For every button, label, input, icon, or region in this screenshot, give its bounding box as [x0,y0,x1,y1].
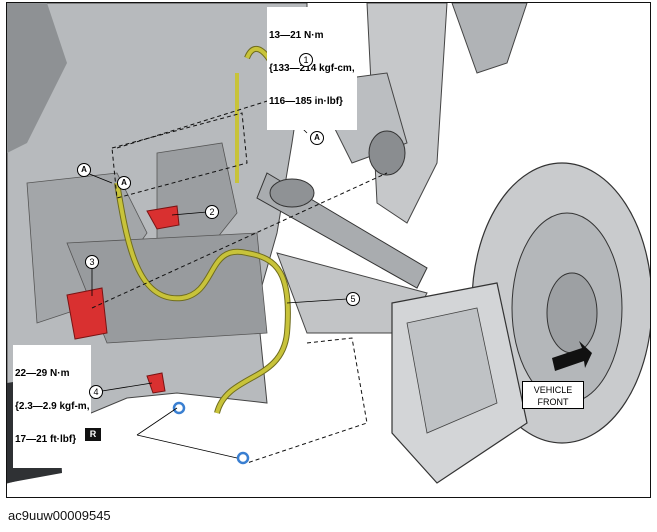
torque-bottom-line3: 17—21 ft·lbf} [15,434,77,445]
bolt-4 [146,372,166,394]
bracket-2 [146,205,180,230]
callout-3: 3 [85,255,99,269]
detail-marker-a-center: A [117,176,131,190]
clip-lower [236,451,250,465]
clip-upper [172,401,186,415]
replace-badge: R [85,428,101,441]
torque-top-line2: {133—214 kgf-cm, [269,63,355,74]
front-arrow [552,341,592,371]
detail-lines [91,97,388,464]
callout-4: 4 [89,385,103,399]
diagram-figure: 13—21 N·m {133—214 kgf-cm, 116—185 in·lb… [6,2,651,498]
brake-hose [115,182,290,414]
engine-detail [7,3,67,153]
torque-bottom-line2: {2.3—2.9 kgf-m, [15,401,90,412]
torque-top-line1: 13—21 N·m [269,30,324,41]
callout-1: 1 [299,53,313,67]
torque-top-line3: 116—185 in·lbf} [269,96,343,107]
front-line1: VEHICLE [533,385,573,395]
torque-spec-top: 13—21 N·m {133—214 kgf-cm, 116—185 in·lb… [267,7,357,130]
figure-caption: ac9uuw00009545 [8,508,111,523]
detail-marker-a-left: A [77,163,91,177]
callout-5: 5 [346,292,360,306]
torque-spec-bottom: 22—29 N·m {2.3—2.9 kgf-m, 17—21 ft·lbf} [13,345,92,468]
callout-2: 2 [205,205,219,219]
vehicle-front-label: VEHICLE FRONT [522,381,584,409]
front-line2: FRONT [537,397,569,407]
bracket-3 [66,287,108,340]
torque-bottom-line1: 22—29 N·m [15,368,70,379]
detail-marker-a-right: A [310,131,324,145]
